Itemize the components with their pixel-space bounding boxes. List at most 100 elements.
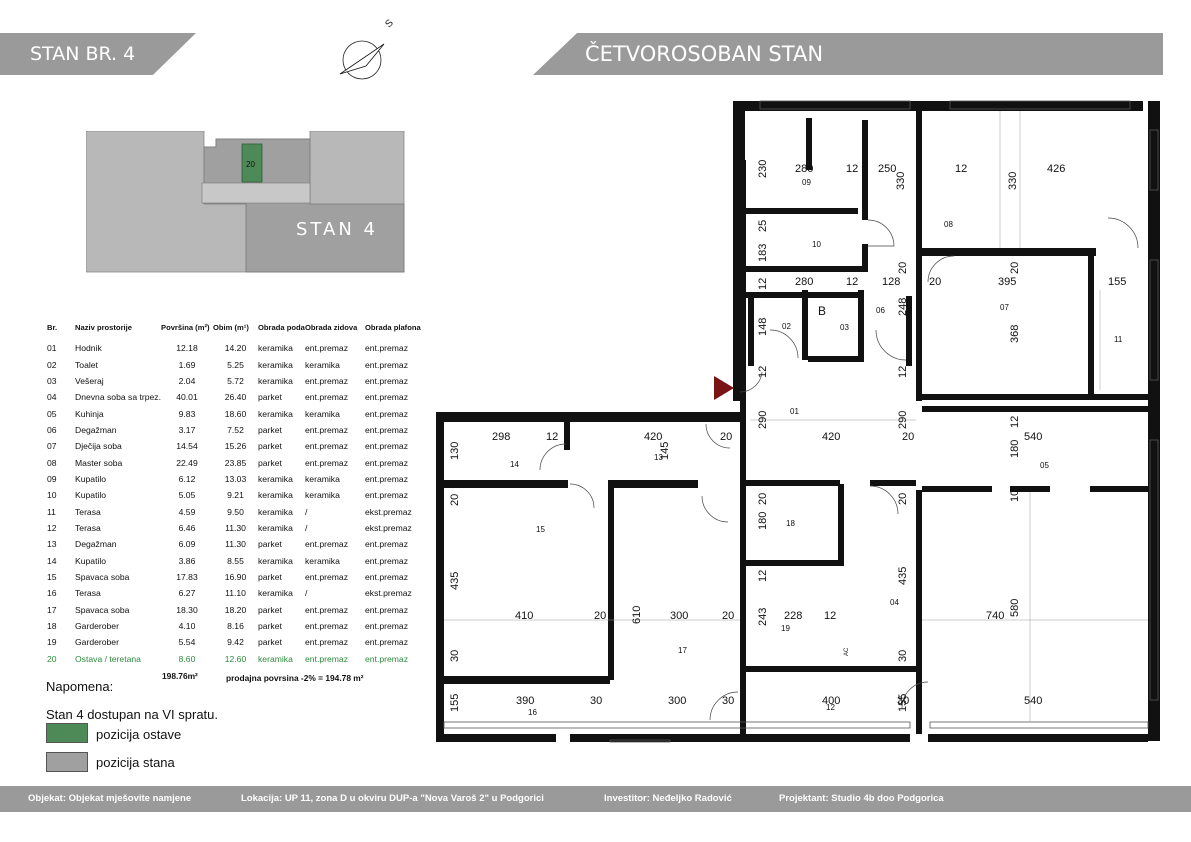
unit-type-text: ČETVOROSOBAN STAN — [585, 42, 824, 66]
legend-unit-label: pozicija stana — [96, 755, 175, 770]
north-arrow-icon: S — [339, 17, 396, 80]
dimension-label: 145 — [659, 442, 671, 460]
dimension-label: 12 — [897, 366, 909, 378]
dimension-label: 410 — [515, 610, 533, 622]
room-name: Master soba — [75, 457, 123, 468]
room-ceiling: ekst.premaz — [365, 506, 412, 517]
room-label: 16 — [528, 708, 537, 717]
room-floor: keramika — [258, 555, 293, 566]
room-label: 09 — [802, 178, 811, 187]
room-number: 08 — [47, 457, 57, 468]
room-perimeter: 18.60 — [224, 408, 247, 419]
room-label: 15 — [536, 525, 545, 534]
dimension-label: 20 — [1009, 262, 1021, 274]
room-walls: keramika — [305, 408, 340, 419]
room-label: 11 — [1114, 335, 1123, 344]
room-number: 10 — [47, 490, 57, 501]
room-number: 13 — [47, 539, 57, 550]
room-area: 3.17 — [178, 424, 196, 435]
room-floor: parket — [258, 637, 282, 648]
room-number: 19 — [47, 637, 57, 648]
dimension-label: 230 — [757, 160, 769, 178]
room-perimeter: 5.72 — [227, 375, 244, 386]
unit-type-banner: ČETVOROSOBAN STAN — [533, 33, 1163, 75]
room-perimeter: 26.40 — [224, 392, 247, 403]
room-perimeter: 16.90 — [224, 571, 247, 582]
dimension-label: 12 — [824, 610, 836, 622]
room-area: 6.12 — [178, 473, 196, 484]
room-floor: keramika — [258, 375, 293, 386]
room-label: 05 — [1040, 461, 1049, 470]
room-name: Dječija soba — [75, 441, 122, 452]
room-ceiling: ent.premaz — [365, 571, 408, 582]
room-perimeter: 9.42 — [227, 637, 244, 648]
note-access: Stan 4 dostupan na VI spratu. — [46, 707, 219, 722]
dimension-label: 30 — [897, 695, 909, 707]
dimension-label: 330 — [895, 172, 907, 190]
room-perimeter: 11.30 — [225, 539, 246, 550]
dimension-label: 20 — [902, 431, 914, 443]
dimension-label: 12 — [846, 163, 858, 175]
room-walls: ent.premaz — [305, 457, 348, 468]
room-name: Garderober — [75, 637, 119, 648]
entry-arrow-icon — [714, 376, 734, 400]
room-perimeter: 8.55 — [227, 555, 244, 566]
room-label: 12 — [826, 703, 835, 712]
room-name: Ostava / teretana — [75, 653, 141, 664]
footer-location: Lokacija: UP 11, zona D u okviru DUP-a "… — [241, 793, 544, 804]
room-ceiling: ent.premaz — [365, 637, 408, 648]
dimension-label: 580 — [1009, 599, 1021, 617]
room-walls: keramika — [305, 555, 340, 566]
room-name: Terasa — [75, 506, 101, 517]
room-name: Terasa — [75, 588, 101, 599]
room-label: 08 — [944, 220, 953, 229]
unit-number-banner: STAN BR. 4 — [0, 33, 196, 75]
room-floor: parket — [258, 441, 282, 452]
key-plan-label: STAN 4 — [296, 219, 378, 240]
room-floor: keramika — [258, 408, 293, 419]
dimension-label: 130 — [449, 442, 461, 460]
room-name: Hodnik — [75, 343, 102, 354]
footer-object: Objekat: Objekat mješovite namjene — [28, 793, 192, 804]
room-perimeter: 5.25 — [227, 359, 244, 370]
room-perimeter: 8.16 — [227, 621, 244, 632]
room-number: 04 — [47, 392, 57, 403]
dimension-label: 20 — [929, 276, 941, 288]
room-ceiling: ekst.premaz — [365, 522, 412, 533]
dimension-label: 280 — [795, 163, 813, 175]
room-label: 10 — [812, 240, 821, 249]
dimension-label: 243 — [757, 608, 769, 626]
dimension-label: 12 — [1009, 416, 1021, 428]
corridor — [201, 182, 311, 204]
room-name: Degažman — [75, 424, 117, 435]
dimension-label: 20 — [757, 493, 769, 505]
room-ceiling: ent.premaz — [365, 653, 408, 664]
room-name: Garderober — [75, 621, 119, 632]
room-area: 8.60 — [178, 653, 196, 664]
room-area: 14.54 — [176, 441, 198, 452]
room-ceiling: ent.premaz — [365, 392, 408, 403]
dimension-label: 12 — [757, 278, 769, 290]
room-floor: keramika — [258, 490, 293, 501]
room-perimeter: 18.20 — [224, 604, 247, 615]
dimension-label: 20 — [897, 262, 909, 274]
room-area: 1.69 — [178, 359, 196, 370]
dimension-label: 20 — [594, 610, 606, 622]
dimension-label: 290 — [757, 411, 769, 429]
compass-letter: S — [383, 17, 396, 30]
room-floor: parket — [258, 604, 282, 615]
room-number: 14 — [47, 555, 57, 566]
room-name: Dnevna soba sa trpez. — [75, 392, 161, 403]
dimension-label: 740 — [986, 610, 1004, 622]
footer-bar: Objekat: Objekat mješovite namjene Lokac… — [0, 786, 1191, 812]
room-area: 2.04 — [178, 375, 196, 386]
dimension-label: 400 — [822, 695, 840, 707]
room-perimeter: 15.26 — [224, 441, 247, 452]
